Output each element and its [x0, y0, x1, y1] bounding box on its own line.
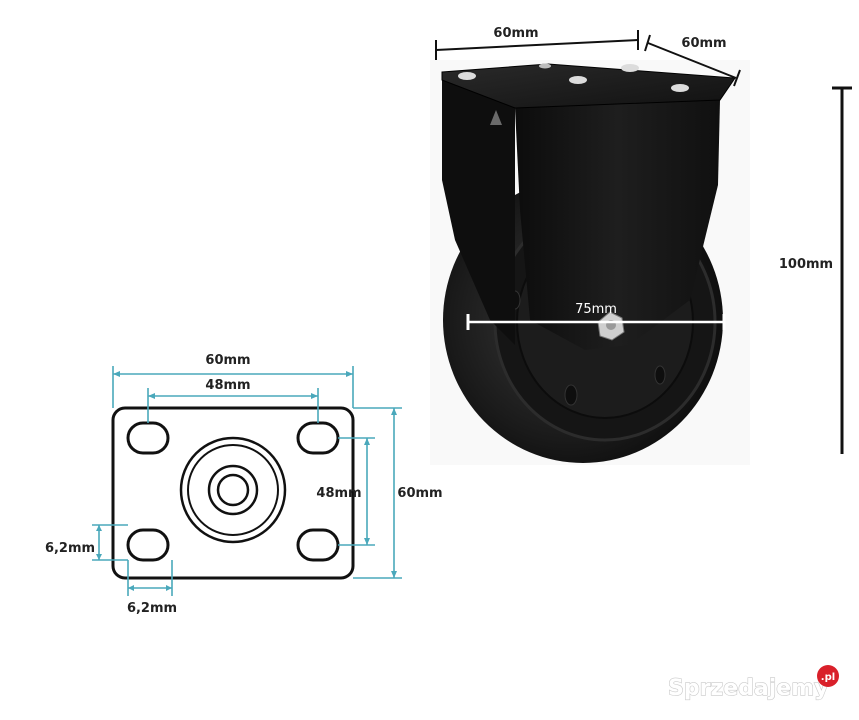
watermark-badge: [817, 665, 839, 687]
top-depth-dimension: 60mm: [644, 34, 741, 87]
mount-hole: [458, 72, 476, 80]
arrowhead: [128, 585, 134, 591]
caster-illustration: 75mm: [430, 60, 750, 465]
mounting-plate-drawing: 60mm 48mm 48mm 60mm 6,2mm 6,2mm: [45, 353, 443, 616]
watermark: Sprzedajemy .pl: [667, 665, 839, 702]
mount-hole: [569, 76, 587, 84]
height-dimension: 100mm: [779, 86, 852, 454]
mount-hole: [621, 64, 639, 72]
fork-front-plate: [515, 100, 720, 350]
swivel-bolt-hole: [216, 473, 250, 507]
arrowhead: [364, 538, 370, 545]
top-depth-tick: [644, 34, 651, 52]
hole-width-label: 6,2mm: [127, 601, 177, 616]
fork-rivet: [490, 110, 502, 125]
swivel-inner-ring: [207, 464, 259, 516]
top-width-dimension: 60mm: [435, 26, 639, 60]
hole-height-label: 6,2mm: [45, 541, 95, 556]
top-depth-label: 60mm: [681, 36, 726, 51]
plate-height-label: 60mm: [397, 486, 442, 501]
fork-back-plate: [442, 80, 515, 345]
top-width-line: [435, 39, 639, 51]
swivel-outer-ring: [179, 436, 287, 544]
mount-hole: [671, 84, 689, 92]
top-depth-line: [647, 42, 737, 79]
watermark-text: Sprzedajemy: [668, 676, 829, 701]
swivel-ring: [187, 444, 279, 536]
mount-hole: [539, 63, 551, 69]
mount-slot-bottom-left: [126, 528, 170, 562]
hole-spacing-x-label: 48mm: [205, 378, 250, 393]
top-width-label: 60mm: [493, 26, 538, 41]
plate-outline: [111, 406, 355, 580]
top-depth-tick: [733, 69, 741, 87]
plate-width-label: 60mm: [205, 353, 250, 368]
watermark-suffix: .pl: [821, 672, 835, 683]
arrowhead: [391, 571, 397, 578]
wheel-diameter-label: 75mm: [575, 302, 617, 317]
height-label: 100mm: [779, 257, 833, 272]
arrowhead: [113, 371, 120, 377]
arrowhead: [311, 393, 318, 399]
hole-spacing-y-label: 48mm: [316, 486, 361, 501]
arrowhead: [148, 393, 155, 399]
rim-hole: [564, 384, 578, 406]
rim-hole: [654, 365, 666, 385]
arrowhead: [346, 371, 353, 377]
arrowhead: [391, 408, 397, 415]
arrowhead: [96, 554, 102, 560]
arrowhead: [166, 585, 172, 591]
arrowhead: [96, 525, 102, 531]
arrowhead: [364, 438, 370, 445]
